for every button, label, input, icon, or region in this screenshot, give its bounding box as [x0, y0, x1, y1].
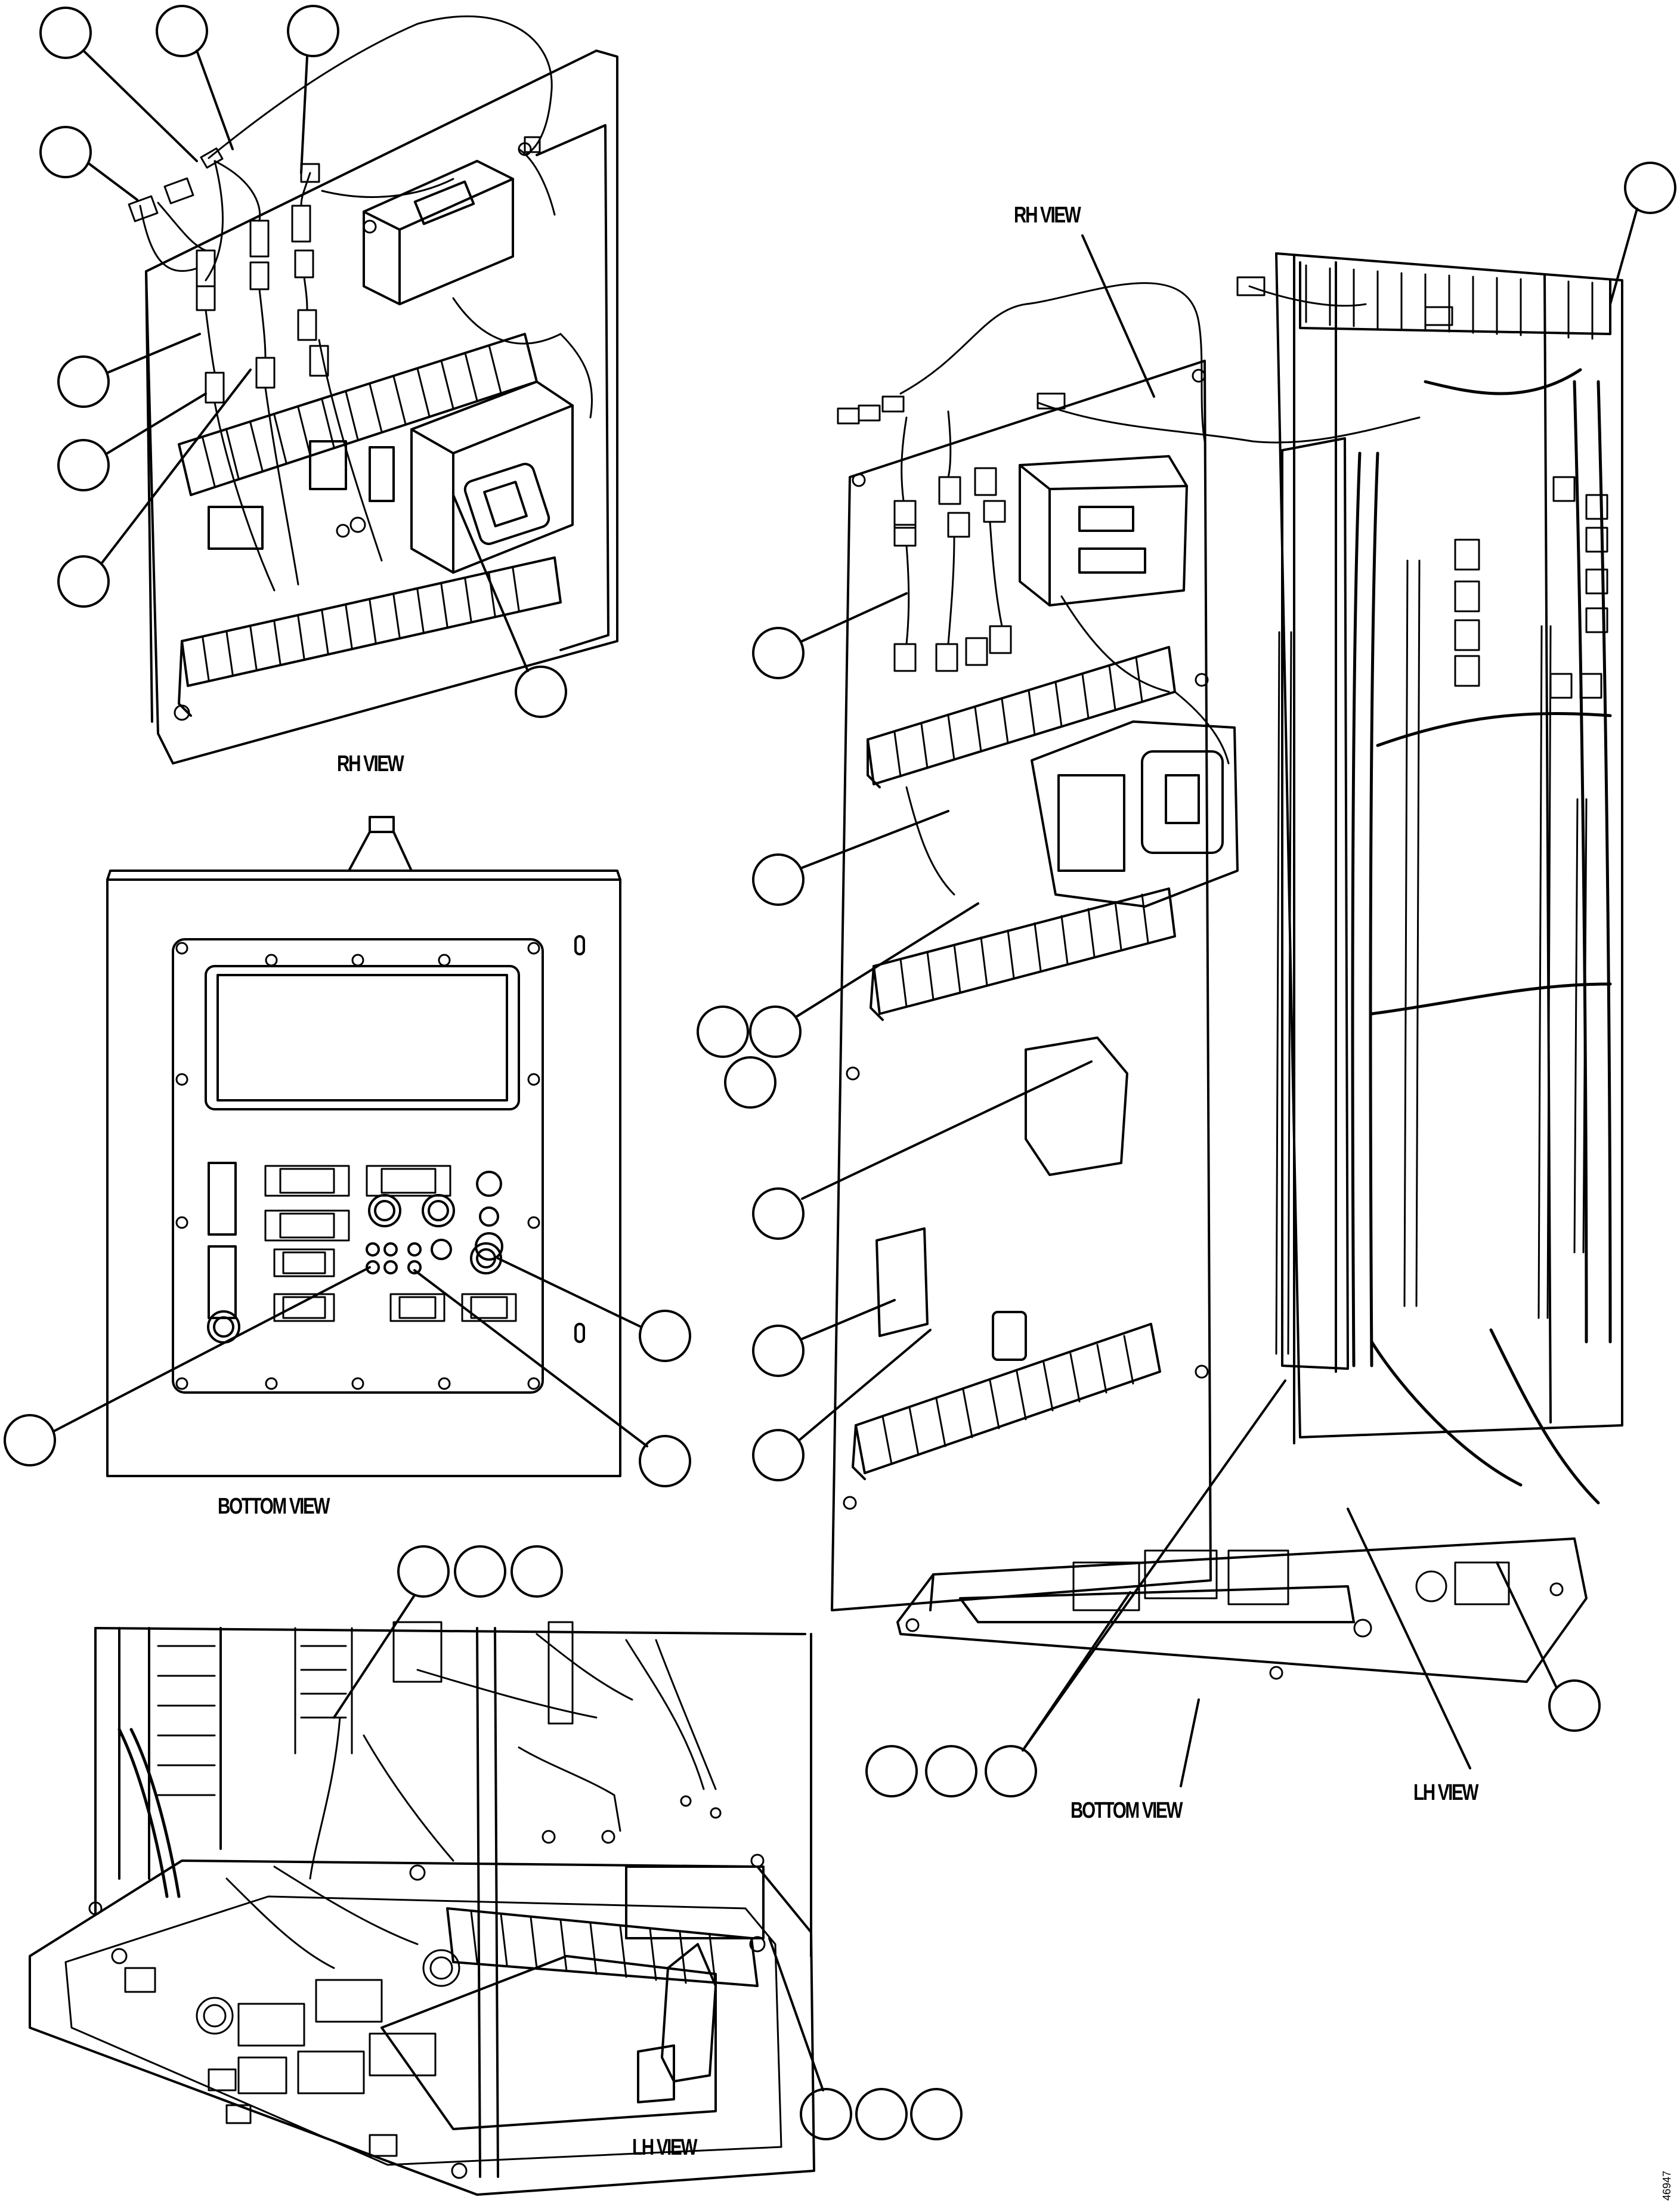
- lh-view-drawing: [29, 1545, 963, 2196]
- rh-view-panel-drawing: [39, 5, 618, 765]
- view-label-lh-bottom: LH VIEW: [632, 2135, 697, 2160]
- bottom-view-drawing: [4, 816, 691, 1487]
- main-assembly-drawing: [697, 162, 1676, 1797]
- view-label-lh-main: LH VIEW: [1413, 1780, 1478, 1805]
- view-label-rh-main: RH VIEW: [1014, 203, 1081, 228]
- view-label-rh-top: RH VIEW: [337, 751, 404, 776]
- figure-number: 46947: [1661, 2170, 1673, 2201]
- view-label-bottom-left: BOTTOM VIEW: [218, 1494, 330, 1519]
- view-label-bottom-main: BOTTOM VIEW: [1071, 1798, 1183, 1823]
